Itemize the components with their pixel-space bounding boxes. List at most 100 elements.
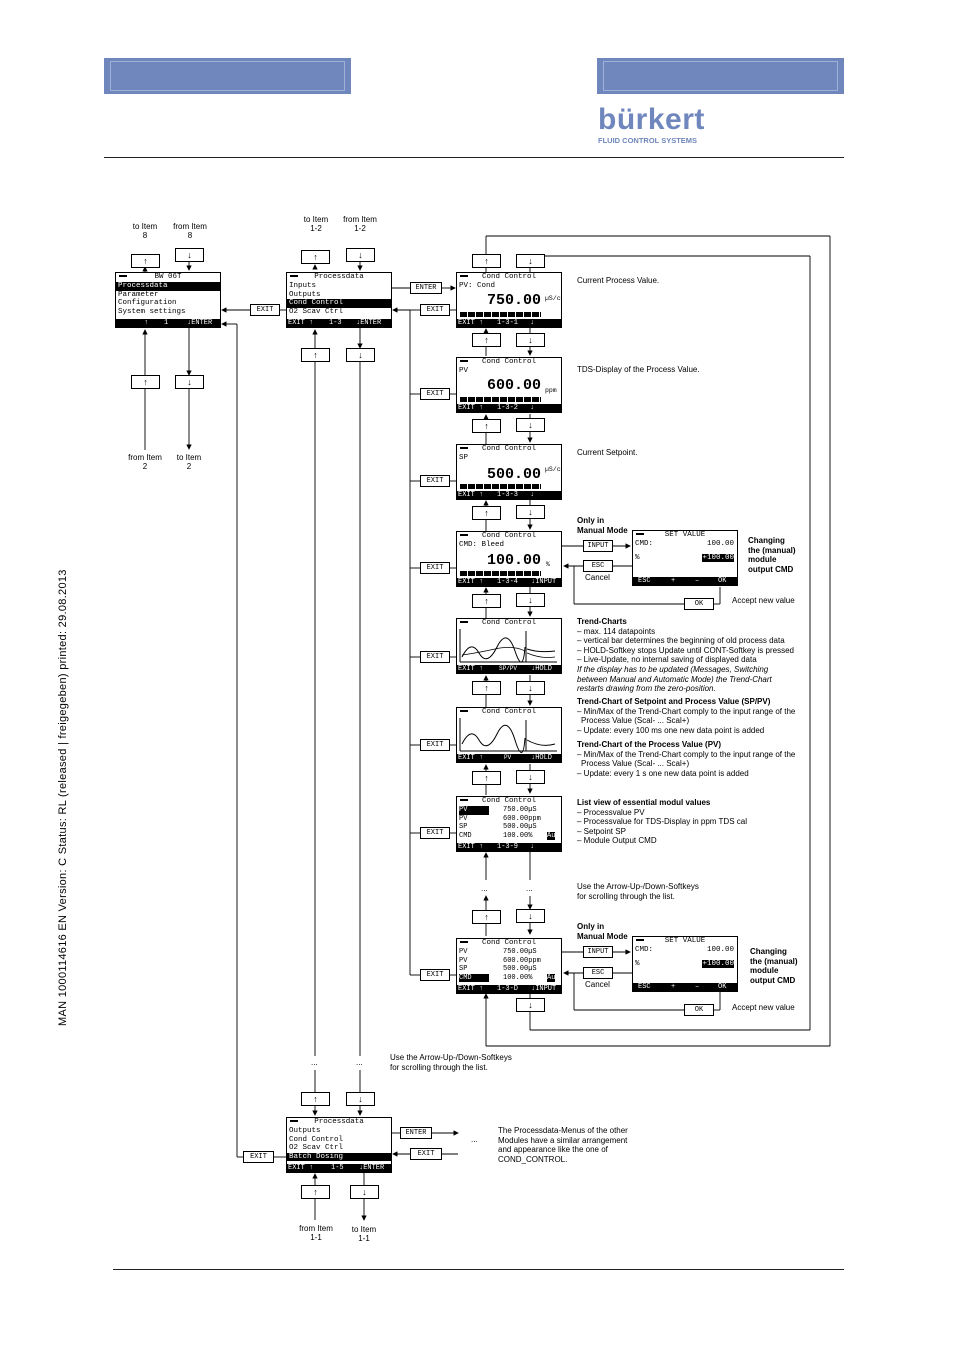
down-key[interactable]: ↓ bbox=[346, 248, 375, 262]
down-key[interactable]: ↓ bbox=[516, 593, 545, 607]
menu-item-processdata[interactable]: Processdata bbox=[116, 282, 220, 291]
up-key[interactable]: ↑ bbox=[472, 771, 501, 785]
down-softkey[interactable]: ↓ bbox=[530, 491, 535, 499]
exit-button[interactable]: EXIT bbox=[250, 304, 280, 316]
up-softkey[interactable]: ↑ bbox=[144, 319, 149, 327]
value-label: PV bbox=[459, 367, 469, 375]
exit-up-softkey[interactable]: EXIT ↑ bbox=[458, 665, 484, 673]
esc-button[interactable]: ESC bbox=[583, 560, 613, 572]
exit-button[interactable]: EXIT bbox=[420, 827, 450, 839]
exit-up-softkey[interactable]: EXIT ↑ bbox=[288, 1164, 314, 1172]
lcd-title: Processdata bbox=[287, 1118, 391, 1127]
down-key[interactable]: ↓ bbox=[346, 348, 375, 362]
up-key[interactable]: ↑ bbox=[131, 375, 160, 389]
up-key[interactable]: ↑ bbox=[472, 254, 501, 268]
ok-softkey[interactable]: OK bbox=[718, 577, 727, 585]
up-key[interactable]: ↑ bbox=[472, 594, 501, 608]
up-key[interactable]: ↑ bbox=[472, 681, 501, 695]
exit-up-softkey[interactable]: EXIT ↑ bbox=[458, 319, 484, 327]
menu-item-cond-control[interactable]: Cond Control bbox=[289, 1135, 344, 1144]
down-softkey[interactable]: ↓ bbox=[530, 843, 535, 851]
down-key[interactable]: ↓ bbox=[516, 770, 545, 784]
up-key[interactable]: ↑ bbox=[472, 333, 501, 347]
esc-button[interactable]: ESC bbox=[583, 967, 613, 979]
down-key[interactable]: ↓ bbox=[175, 375, 204, 389]
menu-item-cond-control[interactable]: Cond Control bbox=[287, 299, 391, 308]
down-enter-softkey[interactable]: ↓ENTER bbox=[359, 1164, 385, 1172]
lcd-title: Cond Control bbox=[457, 619, 561, 628]
input-button[interactable]: INPUT bbox=[583, 946, 613, 958]
esc-softkey[interactable]: ESC bbox=[638, 577, 651, 585]
ok-softkey[interactable]: OK bbox=[718, 983, 727, 991]
down-key[interactable]: ↓ bbox=[346, 1092, 375, 1106]
up-key[interactable]: ↑ bbox=[131, 254, 160, 268]
exit-button[interactable]: EXIT bbox=[420, 475, 450, 487]
menu-item-o2-scav-ctrl[interactable]: O2 Scav Ctrl bbox=[289, 307, 344, 316]
down-key[interactable]: ↓ bbox=[516, 909, 545, 923]
up-key[interactable]: ↑ bbox=[301, 250, 330, 264]
up-key[interactable]: ↑ bbox=[301, 1092, 330, 1106]
menu-item-inputs[interactable]: Inputs bbox=[289, 282, 317, 290]
esc-softkey[interactable]: ESC bbox=[638, 983, 651, 991]
exit-up-softkey[interactable]: EXIT ↑ bbox=[458, 491, 484, 499]
menu-item-configuration[interactable]: Configuration bbox=[118, 299, 177, 308]
menu-item-outputs[interactable]: Outputs bbox=[289, 1127, 321, 1135]
down-hold-softkey[interactable]: ↓HOLD bbox=[531, 665, 553, 673]
exit-up-softkey[interactable]: EXIT ↑ bbox=[458, 754, 484, 762]
down-key[interactable]: ↓ bbox=[516, 998, 545, 1012]
ok-button[interactable]: OK bbox=[684, 598, 714, 610]
exit-up-softkey[interactable]: EXIT ↑ bbox=[458, 404, 484, 412]
exit-button[interactable]: EXIT bbox=[420, 562, 450, 574]
up-key[interactable]: ↑ bbox=[472, 506, 501, 520]
down-key[interactable]: ↓ bbox=[516, 254, 545, 268]
set-value-input[interactable]: +100.00 bbox=[702, 553, 734, 563]
down-key[interactable]: ↓ bbox=[175, 248, 204, 262]
exit-button[interactable]: EXIT bbox=[243, 1151, 274, 1163]
up-key[interactable]: ↑ bbox=[301, 348, 330, 362]
menu-item-o2-scav-ctrl[interactable]: O2 Scav Ctrl bbox=[289, 1144, 344, 1153]
exit-button[interactable]: EXIT bbox=[420, 739, 450, 751]
exit-up-softkey[interactable]: EXIT ↑ bbox=[458, 843, 484, 851]
exit-button[interactable]: EXIT bbox=[420, 388, 450, 400]
exit-up-softkey[interactable]: EXIT ↑ bbox=[288, 319, 314, 327]
up-key[interactable]: ↑ bbox=[301, 1185, 330, 1199]
exit-up-softkey[interactable]: EXIT ↑ bbox=[458, 578, 484, 586]
minus-softkey[interactable]: – bbox=[695, 983, 700, 991]
exit-button[interactable]: EXIT bbox=[420, 969, 450, 981]
down-key[interactable]: ↓ bbox=[516, 418, 545, 432]
exit-button[interactable]: EXIT bbox=[410, 1148, 442, 1160]
brand-logo: bürkert FLUID CONTROL SYSTEMS bbox=[598, 104, 718, 156]
enter-button[interactable]: ENTER bbox=[400, 1127, 432, 1139]
exit-button[interactable]: EXIT bbox=[420, 304, 450, 316]
input-row: %+100.00 bbox=[633, 959, 737, 969]
menu-item-batch-dosing[interactable]: Batch Dosing bbox=[287, 1152, 391, 1162]
down-enter-softkey[interactable]: ↓ENTER bbox=[356, 319, 382, 327]
menu-item-system-settings[interactable]: System settings bbox=[118, 307, 186, 316]
down-input-softkey[interactable]: ↓INPUT bbox=[531, 578, 557, 586]
down-enter-softkey[interactable]: ↓ENTER bbox=[187, 319, 213, 327]
plus-softkey[interactable]: + bbox=[671, 983, 676, 991]
header-band-right bbox=[597, 58, 844, 94]
down-key[interactable]: ↓ bbox=[516, 681, 545, 695]
plus-softkey[interactable]: + bbox=[671, 577, 676, 585]
down-key[interactable]: ↓ bbox=[516, 333, 545, 347]
minus-softkey[interactable]: – bbox=[695, 577, 700, 585]
lcd-title: SET VALUE bbox=[633, 937, 737, 946]
lcd-footer: EXIT ↑ 1-3-4 ↓INPUT bbox=[457, 578, 561, 586]
exit-up-softkey[interactable]: EXIT ↑ bbox=[458, 985, 484, 993]
menu-item-outputs[interactable]: Outputs bbox=[289, 290, 321, 299]
down-softkey[interactable]: ↓ bbox=[530, 404, 535, 412]
down-softkey[interactable]: ↓ bbox=[530, 319, 535, 327]
ok-button[interactable]: OK bbox=[684, 1004, 714, 1016]
menu-item-parameter[interactable]: Parameter bbox=[118, 290, 159, 299]
enter-button[interactable]: ENTER bbox=[410, 282, 442, 294]
down-key[interactable]: ↓ bbox=[516, 505, 545, 519]
exit-button[interactable]: EXIT bbox=[420, 651, 450, 663]
down-input-softkey[interactable]: ↓INPUT bbox=[531, 985, 557, 993]
input-button[interactable]: INPUT bbox=[583, 540, 613, 552]
set-value-input[interactable]: +100.00 bbox=[702, 959, 734, 969]
down-hold-softkey[interactable]: ↓HOLD bbox=[531, 754, 553, 762]
down-key[interactable]: ↓ bbox=[350, 1185, 379, 1199]
up-key[interactable]: ↑ bbox=[472, 910, 501, 924]
up-key[interactable]: ↑ bbox=[472, 419, 501, 433]
